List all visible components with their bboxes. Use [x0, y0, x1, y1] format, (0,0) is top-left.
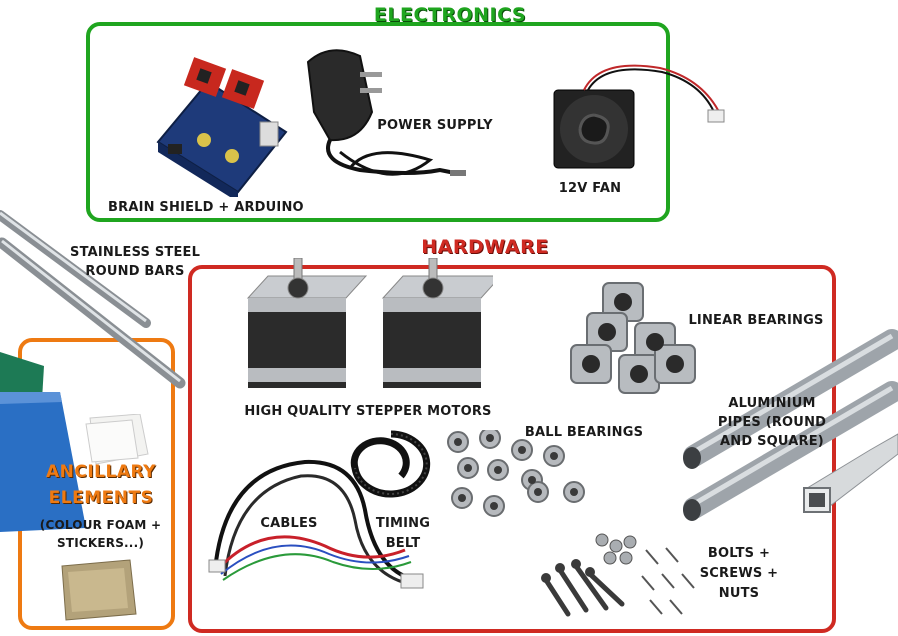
electronics-frame	[86, 22, 670, 222]
stepper-motors-label: HIGH QUALITY STEPPER MOTORS	[244, 404, 492, 419]
ancillary-title-line2: ELEMENTS	[48, 488, 154, 508]
bolts-label-line1: BOLTS +	[707, 546, 771, 561]
arduino-board-icon	[148, 52, 288, 197]
linear-bearing-icon	[565, 275, 700, 405]
timing-belt-label-line2: BELT	[385, 536, 421, 551]
steel-bar-icon	[0, 205, 195, 390]
aluminium-label-line3: AND SQUARE)	[720, 434, 824, 449]
sticker-icon	[82, 414, 152, 466]
power-supply-label: POWER SUPPLY	[377, 118, 493, 133]
ancillary-subtitle-line2: STICKERS...)	[56, 536, 145, 550]
steel-bars-label-line2: ROUND BARS	[85, 264, 185, 279]
timing-belt-label-line1: TIMING	[375, 516, 431, 531]
fan-icon	[550, 58, 735, 178]
ancillary-subtitle-line1: (COLOUR FOAM +	[39, 518, 162, 532]
power-adapter-icon	[300, 42, 470, 192]
linear-bearings-label: LINEAR BEARINGS	[688, 313, 824, 328]
ancillary-title-line1: ANCILLARY	[46, 462, 156, 482]
cables-label: CABLES	[260, 516, 318, 531]
square-tube-icon	[800, 430, 898, 520]
cable-icon	[205, 450, 430, 600]
steel-bars-label-line1: STAINLESS STEEL	[70, 245, 201, 260]
fan-label: 12V FAN	[558, 181, 622, 196]
aluminium-label-line1: ALUMINIUM	[728, 396, 816, 411]
stepper-motor-icon	[238, 258, 493, 403]
brain-shield-label: BRAIN SHIELD + ARDUINO	[108, 200, 304, 215]
bolt-icon	[538, 530, 703, 622]
timing-belt-icon	[345, 428, 437, 508]
aluminium-label-line2: PIPES (ROUND	[717, 415, 827, 430]
hardware-title: HARDWARE	[421, 236, 549, 258]
hardware-frame	[188, 265, 836, 633]
pouch-icon	[58, 558, 138, 622]
ball-bearings-label: BALL BEARINGS	[524, 425, 644, 440]
foam-sheet-icon	[0, 352, 90, 532]
electronics-title: ELECTRONICS	[373, 4, 527, 26]
bolts-label-line3: NUTS	[718, 586, 760, 601]
ball-bearing-icon	[440, 430, 590, 525]
bolts-label-line2: SCREWS +	[699, 566, 779, 581]
aluminium-pipe-icon	[680, 322, 898, 522]
